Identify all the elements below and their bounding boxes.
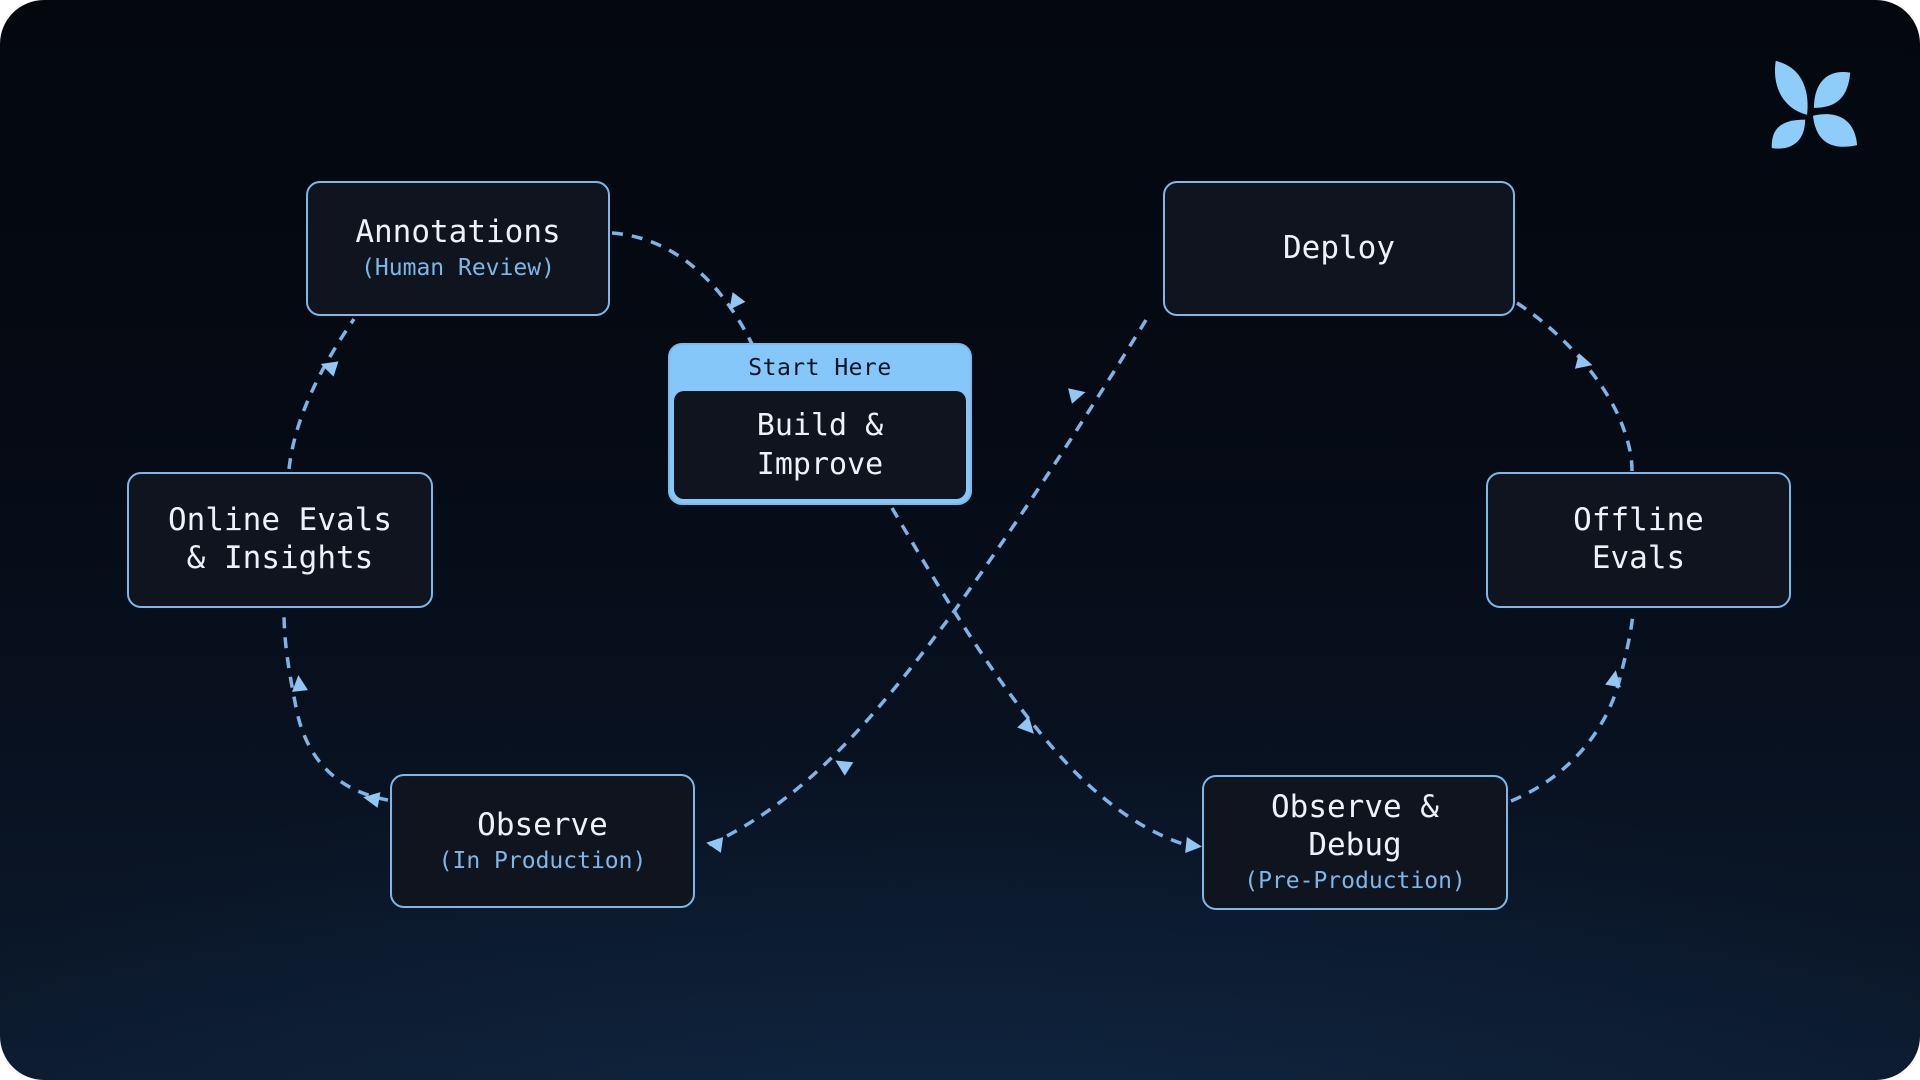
node-online-evals: Online Evals & Insights (127, 472, 433, 608)
node-title: Build & Improve (757, 406, 883, 484)
node-offline-evals: Offline Evals (1486, 472, 1791, 608)
node-title: Offline Evals (1573, 502, 1704, 578)
flow-arrowhead-icon (1185, 837, 1202, 853)
edge-annotations-to-build (611, 231, 754, 345)
brand-logo-icon (1771, 60, 1858, 149)
flow-arrowhead-icon (1574, 353, 1593, 369)
flow-arrowhead-icon (292, 675, 308, 692)
node-title-line: Deploy (1283, 229, 1395, 266)
node-title-line: Observe (477, 806, 608, 843)
flow-arrowheads (292, 292, 1621, 853)
flow-arrowhead-icon (729, 292, 746, 310)
flow-arrowhead-icon (1017, 716, 1034, 734)
node-title-line: Build & (756, 408, 884, 443)
logo-petal-top-left (1774, 60, 1808, 115)
flow-arrowhead-icon (706, 837, 724, 853)
node-deploy: Deploy (1163, 181, 1515, 316)
edge-observe-debug-to-offline-evals (1510, 611, 1635, 803)
node-title-line: Annotations (355, 214, 561, 251)
node-build-improve: Start Here Build & Improve (668, 343, 972, 505)
node-title: Observe & Debug (1271, 789, 1439, 865)
node-subtitle: (In Production) (438, 847, 647, 874)
logo-petal-bottom-left (1771, 119, 1806, 149)
edge-observe-production-to-online-evals (282, 611, 389, 802)
node-subtitle: (Pre-Production) (1244, 867, 1466, 894)
node-title-line: Debug (1308, 827, 1402, 864)
node-subtitle: (Human Review) (361, 255, 555, 282)
flow-arrowhead-icon (1068, 388, 1086, 404)
node-observe-debug: Observe & Debug (Pre-Production) (1202, 775, 1508, 910)
flow-arrowhead-icon (835, 760, 854, 776)
edge-build-to-observe-debug (890, 507, 1187, 847)
node-title-line: Evals (1591, 540, 1686, 576)
node-title: Observe (477, 807, 608, 845)
start-here-banner: Start Here (748, 355, 892, 381)
node-title-line: Observe & (1271, 789, 1439, 826)
logo-petal-top-right (1813, 71, 1851, 108)
node-title: Annotations (355, 214, 560, 252)
node-title-line: Online Evals (168, 502, 392, 539)
node-title-line: Offline (1573, 502, 1704, 539)
node-annotations: Annotations (Human Review) (306, 181, 610, 316)
flow-arrowhead-icon (320, 361, 339, 377)
flow-arrowhead-icon (1605, 670, 1621, 688)
node-title: Deploy (1283, 230, 1395, 268)
flow-arrowhead-icon (363, 792, 381, 808)
edge-online-evals-to-annotations (287, 318, 356, 470)
node-title-line: Improve (756, 447, 884, 482)
node-title-line: & Insights (186, 540, 374, 576)
edge-deploy-to-offline-evals (1516, 301, 1634, 472)
node-observe-production: Observe (In Production) (390, 774, 695, 908)
node-title: Online Evals & Insights (168, 502, 392, 578)
node-build-improve-body: Build & Improve (674, 391, 966, 499)
edge-deploy-to-observe-production (701, 319, 1148, 850)
logo-petal-bottom-right (1812, 114, 1858, 147)
